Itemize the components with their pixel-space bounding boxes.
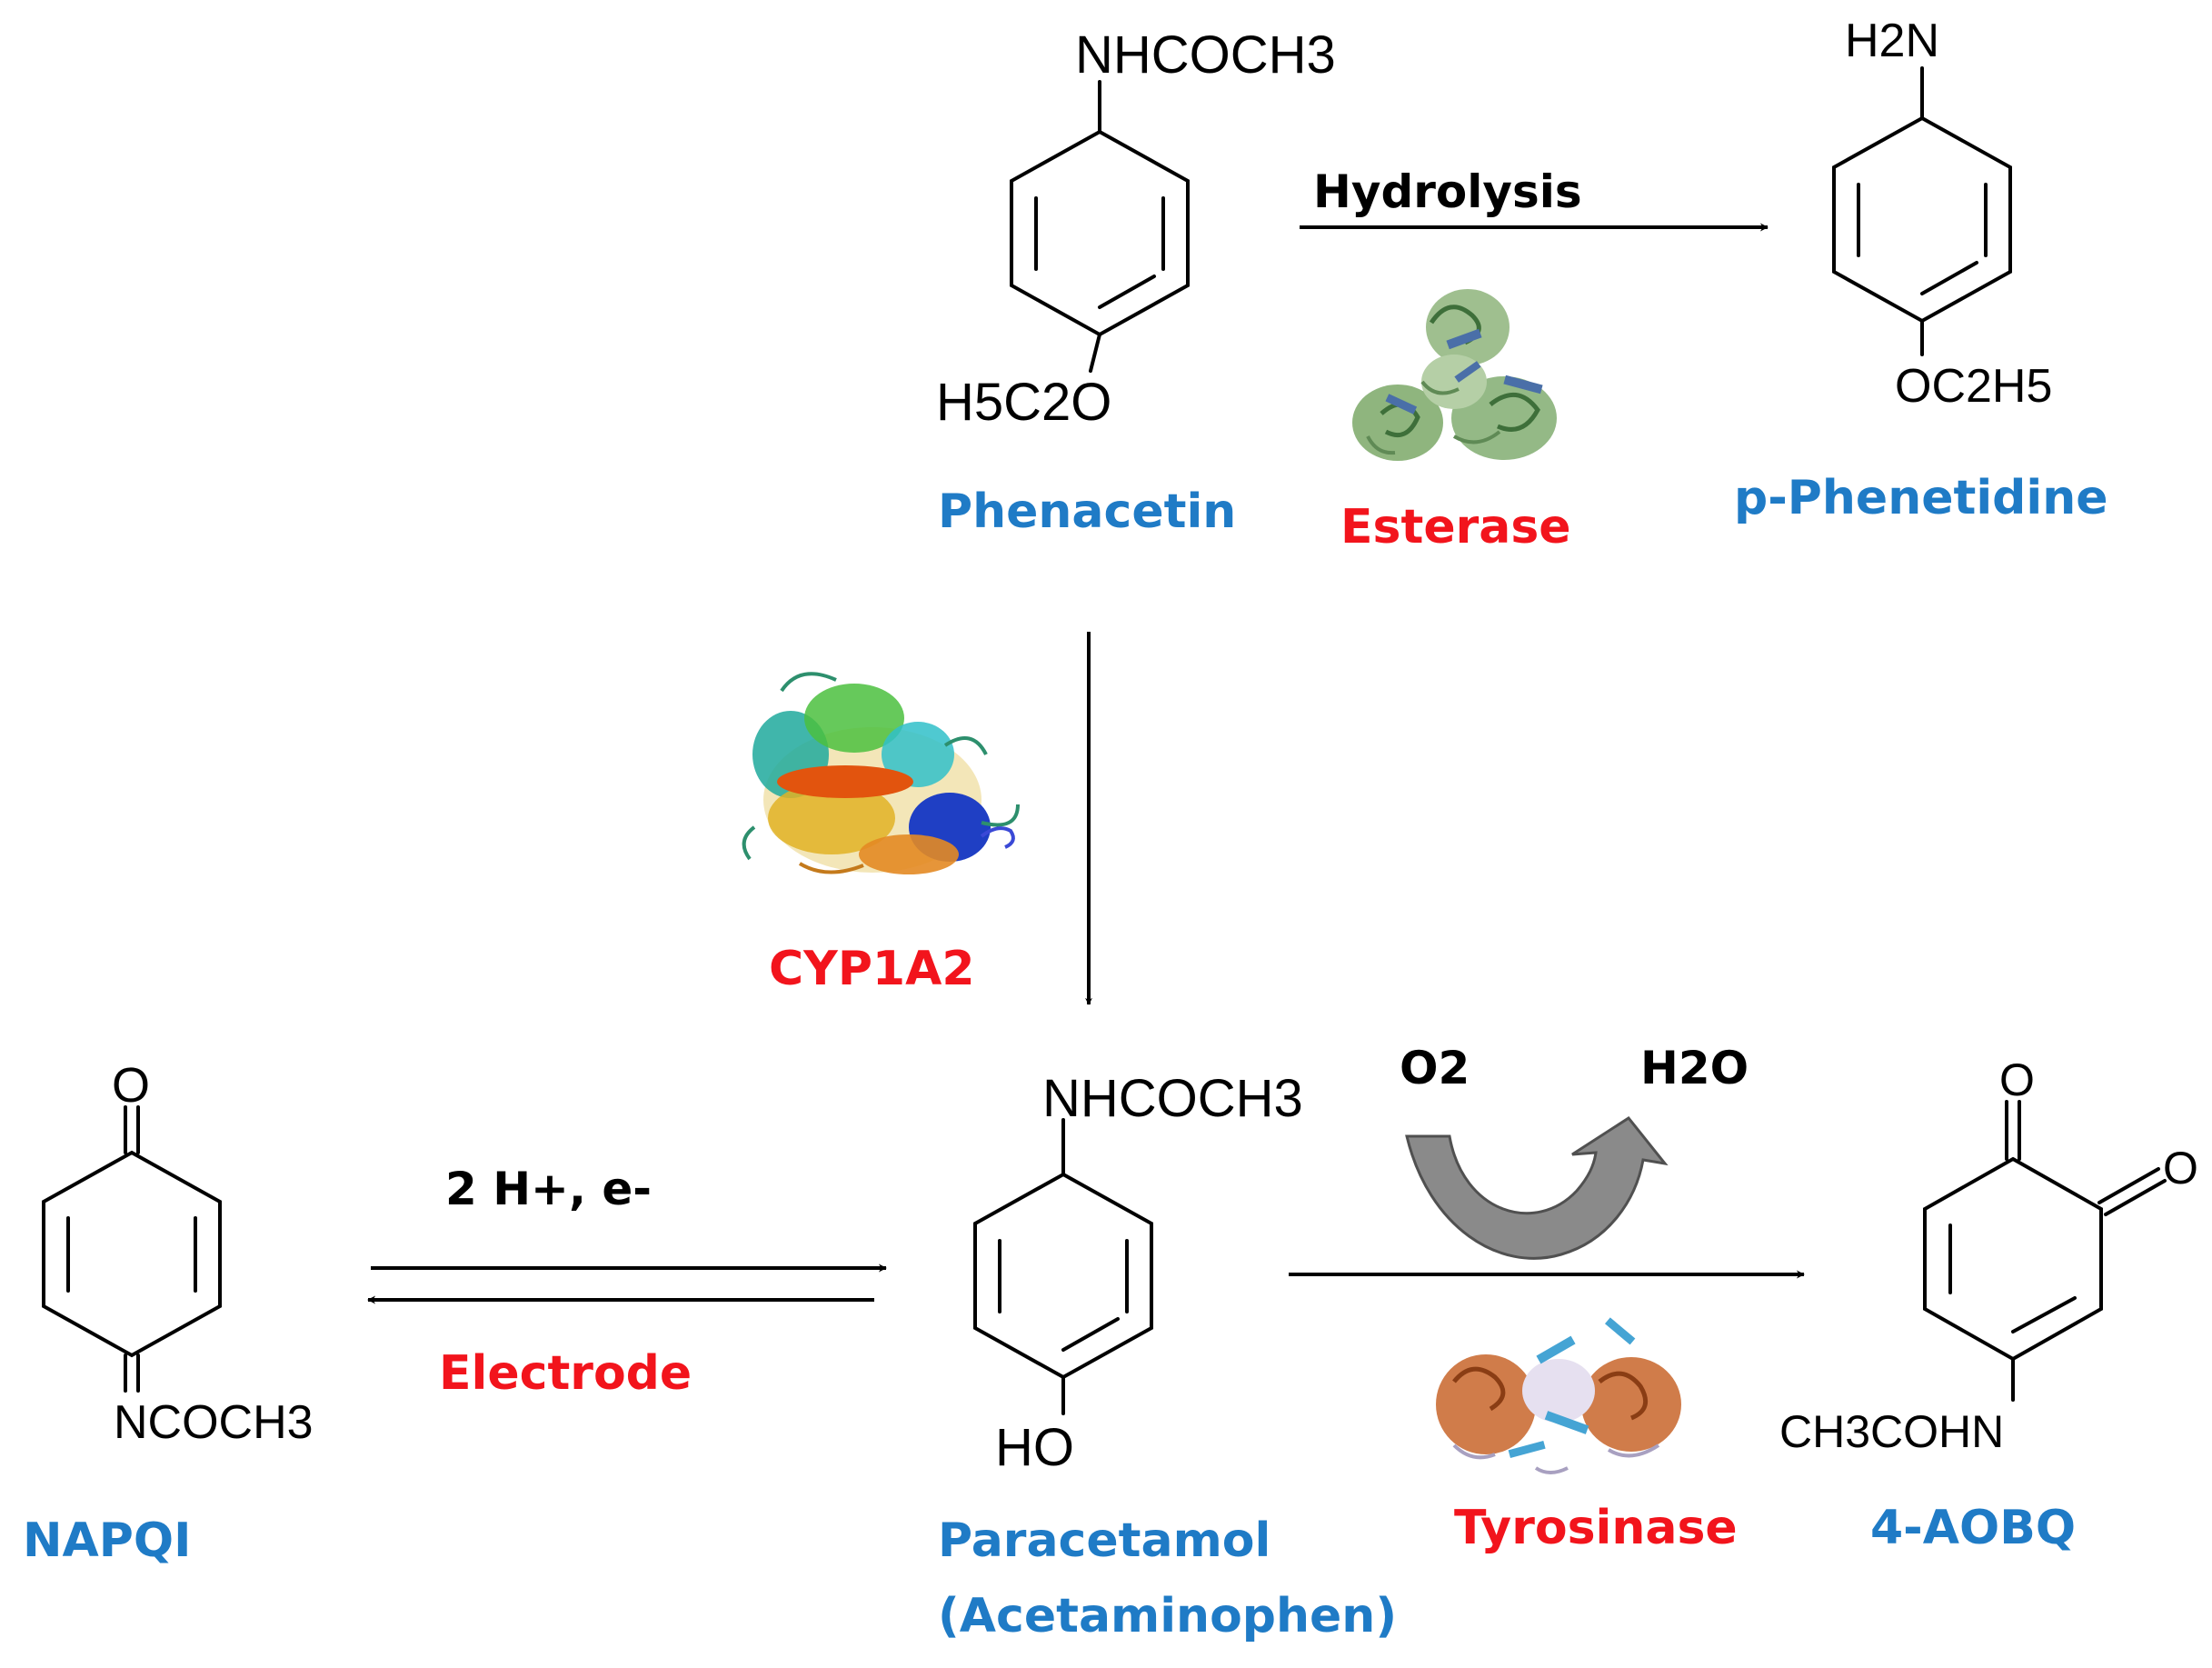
4-aobq-label: 4-AOBQ [1870,1501,2076,1555]
p-phenetidine-top-group: H2N [1845,15,1939,67]
tyrosinase-protein-icon [1436,1317,1681,1474]
phenacetin-bottom-group: H5C2O [936,373,1111,432]
tyrosinase-label: Tyrosinase [1454,1501,1738,1555]
napqi-oxygen: O [112,1058,150,1113]
p-phenetidine-structure: H2N OC2H5 [1832,15,2052,413]
aobq-oxygen-2: O [2163,1143,2198,1194]
water-product-label: H2O [1640,1042,1749,1094]
electrochemical-label: 2 H+, e- [445,1163,652,1215]
paracetamol-bottom-group: HO [995,1418,1074,1477]
paracetamol-top-group: NHCOCH3 [1042,1069,1303,1128]
esterase-label: Esterase [1340,500,1571,554]
cyp1a2-label: CYP1A2 [769,942,975,996]
napqi-bottom-group: NCOCH3 [114,1396,314,1449]
phenacetin-label: Phenacetin [938,484,1236,539]
curved-cosubstrate-arrow [1405,1116,1669,1260]
napqi-label: NAPQI [23,1513,191,1568]
hydrolysis-label: Hydrolysis [1313,165,1582,218]
paracetamol-label: Paracetamol [938,1513,1270,1568]
phenacetin-top-group: NHCOCH3 [1075,25,1336,85]
acetaminophen-label: (Acetaminophen) [938,1589,1397,1643]
aobq-oxygen-1: O [1999,1054,2035,1105]
aobq-bottom-group: CH3COHN [1779,1406,2004,1457]
oxygen-reactant-label: O2 [1400,1042,1470,1094]
napqi-structure: O NCOCH3 [42,1058,314,1449]
esterase-protein-icon [1352,289,1557,461]
paracetamol-structure: NHCOCH3 HO [973,1069,1303,1477]
p-phenetidine-bottom-group: OC2H5 [1895,360,2052,413]
phenacetin-structure: NHCOCH3 H5C2O [936,25,1336,432]
p-phenetidine-label: p-Phenetidine [1734,471,2108,525]
4-aobq-structure: O O CH3COHN [1779,1054,2198,1457]
electrode-label: Electrode [439,1346,692,1401]
cyp1a2-protein-icon [742,672,1020,874]
